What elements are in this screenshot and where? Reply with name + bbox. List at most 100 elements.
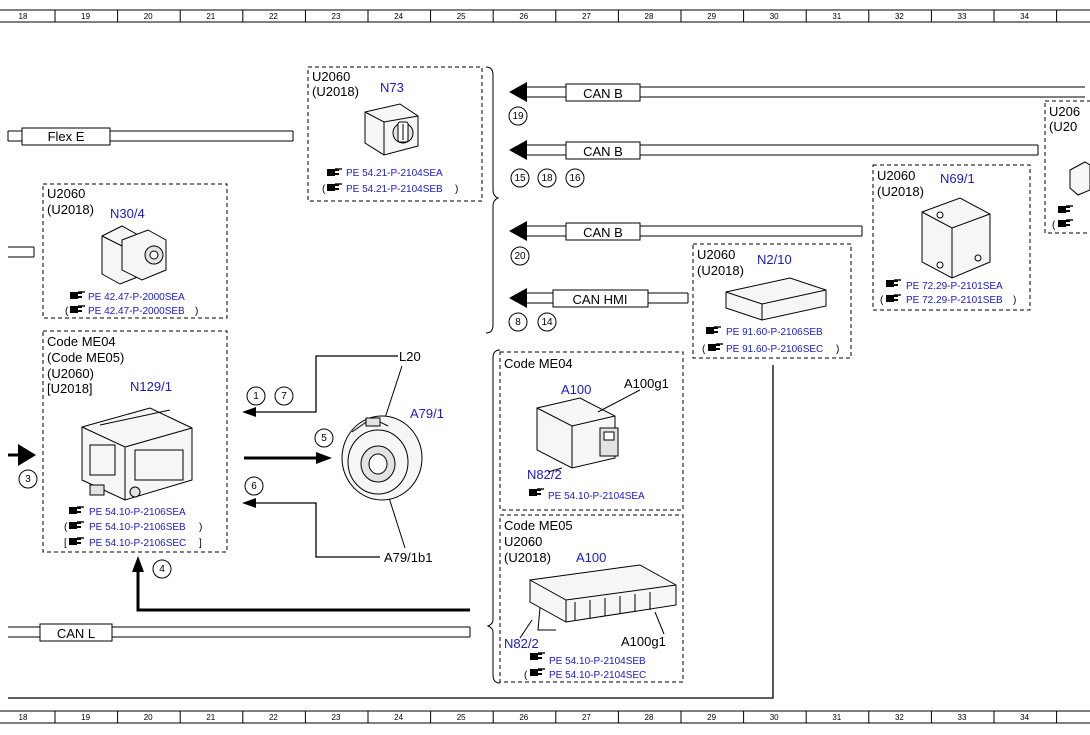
a79-1-top-label: L20 [399, 349, 421, 364]
grid-col-top-32: 32 [895, 12, 904, 21]
bracket-upper [485, 66, 500, 334]
marker-5-circle [314, 428, 334, 448]
n73-code: N73 [380, 80, 404, 95]
grid-ticks: 1818191920202121222223232424252526262727… [19, 10, 1058, 723]
component-n129-1: Code ME04 (Code ME05) (U2060) [U2018] N1… [42, 330, 228, 553]
a100-me04-code: A100 [561, 382, 591, 397]
grid-col-top-26: 26 [519, 12, 528, 21]
n73-ref-1[interactable]: PE 54.21-P-2104SEA [346, 168, 443, 179]
grid-col-top-24: 24 [394, 12, 403, 21]
bus-label-can-hmi: CAN HMI [573, 292, 628, 307]
bus-can-hmi: CAN HMI [509, 288, 689, 308]
n30-4-ref-1[interactable]: PE 42.47-P-2000SEA [88, 292, 185, 303]
grid-col-bottom-33: 33 [958, 713, 967, 722]
bus-can-b-1: CAN B [509, 82, 1085, 102]
partial-hand-icon-2 [1057, 219, 1074, 228]
svg-text:[: [ [64, 538, 67, 549]
n30-4-ref-2[interactable]: PE 42.47-P-2000SEB [88, 306, 185, 317]
component-n30-4: U2060 (U2018) N30/4 PE 42.47-P-2000SEA (… [42, 183, 228, 319]
grid-col-top-27: 27 [582, 12, 591, 21]
partial-hand-icon-1 [1057, 205, 1074, 214]
n30-4-ref-hand-icon-2 [69, 305, 86, 314]
a100-me05-ref-1[interactable]: PE 54.10-P-2104SEB [549, 656, 646, 667]
n30-4-line-2: (U2018) [47, 202, 94, 217]
component-a100-me04: Code ME04 A100 A100g1 N82/2 PE 54.10-P-2… [499, 351, 684, 511]
component-n73: U2060 (U2018) N73 PE 54.21-P-2104SEA ( P… [307, 66, 483, 202]
wire-n2-10-down [8, 365, 774, 699]
grid-col-top-22: 22 [269, 12, 278, 21]
n2-10-ref-2[interactable]: PE 91.60-P-2106SEC [726, 344, 823, 355]
a100-me05-ref-hand-icon-1 [529, 652, 546, 661]
marker-19-circle [508, 106, 528, 126]
marker-3: 3 [25, 474, 31, 485]
n129-1-ref-hand-icon-3 [68, 537, 85, 546]
n69-1-ref-2[interactable]: PE 72.29-P-2101SEB [906, 295, 1003, 306]
n129-1-line-2: (Code ME05) [47, 350, 124, 365]
n2-10-ref-1[interactable]: PE 91.60-P-2106SEB [726, 327, 823, 338]
bus-can-l: CAN L [8, 623, 471, 642]
bus-label-can-b-2: CAN B [583, 144, 623, 159]
n129-1-ref-2[interactable]: PE 54.10-P-2106SEB [89, 522, 186, 533]
component-n2-10: U2060 (U2018) N2/10 PE 91.60-P-2106SEB (… [692, 243, 852, 359]
grid-col-top-19: 19 [81, 12, 90, 21]
svg-text:): ) [199, 522, 202, 533]
n2-10-ref-hand-icon-1 [705, 326, 722, 335]
n129-1-ref-3[interactable]: PE 54.10-P-2106SEC [89, 538, 186, 549]
marker-4: 4 [159, 564, 165, 575]
n129-1-line-3: (U2060) [47, 366, 94, 381]
grid-ruler-bottom [0, 710, 1090, 724]
grid-col-top-25: 25 [457, 12, 466, 21]
marker-20: 20 [514, 251, 526, 262]
n73-ref-2[interactable]: PE 54.21-P-2104SEB [346, 184, 443, 195]
n2-10-device-illustration [725, 277, 827, 321]
a100-me05-line-3: (U2018) [504, 550, 551, 565]
marker-8: 8 [515, 317, 521, 328]
grid-col-top-18: 18 [19, 12, 28, 21]
marker-16-circle [565, 168, 585, 188]
grid-col-top-28: 28 [645, 12, 654, 21]
marker-14-circle [537, 312, 557, 332]
grid-col-bottom-34: 34 [1020, 713, 1029, 722]
bus-label-can-b-3: CAN B [583, 225, 623, 240]
svg-text:(: ( [64, 522, 68, 533]
grid-col-bottom-24: 24 [394, 713, 403, 722]
n2-10-ref-hand-icon-2 [707, 343, 724, 352]
marker-14: 14 [541, 317, 553, 328]
marker-7-circle [274, 386, 294, 406]
a100-me05-line-2: U2060 [504, 534, 542, 549]
grid-col-bottom-22: 22 [269, 713, 278, 722]
a100-me04-ref-1[interactable]: PE 54.10-P-2104SEA [548, 491, 645, 502]
grid-col-top-20: 20 [144, 12, 153, 21]
marker-15: 15 [514, 173, 526, 184]
a100-me05-ref-2[interactable]: PE 54.10-P-2104SEC [549, 670, 646, 681]
partial-line-2: (U20 [1049, 119, 1077, 134]
grid-col-top-29: 29 [707, 12, 716, 21]
svg-text:): ) [195, 306, 198, 317]
a100-me04-line-1: Code ME04 [504, 356, 573, 371]
grid-col-bottom-21: 21 [206, 713, 215, 722]
n30-4-line-1: U2060 [47, 186, 85, 201]
svg-text:): ) [1013, 295, 1016, 306]
marker-8-circle [508, 312, 528, 332]
marker-1-circle [246, 386, 266, 406]
grid-col-bottom-28: 28 [645, 713, 654, 722]
marker-4-circle [152, 559, 172, 579]
bus-flex-e: Flex E [7, 127, 294, 146]
grid-col-bottom-20: 20 [144, 713, 153, 722]
marker-18-circle [537, 168, 557, 188]
a100-me05-device-illustration [519, 564, 677, 639]
marker-1: 1 [253, 391, 259, 402]
grid-col-top-34: 34 [1020, 12, 1029, 21]
svg-text:): ) [836, 344, 839, 355]
n129-1-ref-1[interactable]: PE 54.10-P-2106SEA [89, 507, 186, 518]
a79-1-device-illustration [341, 415, 423, 501]
bracket-lower [486, 349, 501, 684]
n69-1-code: N69/1 [940, 171, 975, 186]
n69-1-device-illustration [921, 197, 991, 279]
component-a100-me05: Code ME05 U2060 (U2018) A100 A100g1 N82/… [499, 514, 684, 683]
grid-col-top-33: 33 [958, 12, 967, 21]
grid-col-bottom-19: 19 [81, 713, 90, 722]
svg-text:(: ( [702, 344, 706, 355]
n69-1-ref-1[interactable]: PE 72.29-P-2101SEA [906, 281, 1003, 292]
a100-me05-sub-code: N82/2 [504, 636, 539, 651]
